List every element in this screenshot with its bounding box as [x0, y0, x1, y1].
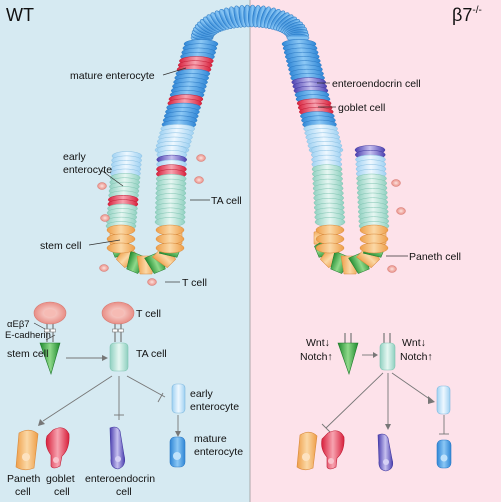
t-cell: [147, 278, 157, 286]
stem-cell-icon: [39, 342, 61, 375]
t-cell: [100, 214, 110, 222]
epithelial-cell: [315, 233, 345, 245]
early-enterocyte-icon: [171, 383, 186, 414]
ta-cell-icon: [109, 342, 129, 372]
wt-label-paneth-1: Paneth: [7, 473, 40, 485]
t-cell: [196, 154, 206, 162]
wt-label-goblet-1: goblet: [46, 473, 75, 485]
wt-label-paneth-2: cell: [15, 486, 31, 498]
label-stem-cell: stem cell: [40, 240, 81, 252]
epithelial-cell: [106, 233, 136, 245]
label-early-2: enterocyte: [63, 164, 112, 176]
label-goblet-cell: goblet cell: [338, 102, 385, 114]
wt-label-ta-cell: TA cell: [136, 348, 167, 360]
ko-crypt-labels: enteroendocrin cell goblet cell Paneth c…: [317, 78, 461, 263]
wt-crypt-labels: mature enterocyte early enterocyte TA ce…: [40, 67, 242, 289]
ko-ta-cell-icon: [379, 342, 396, 371]
ko-label-notch-left: Notch↑: [300, 351, 333, 363]
lumen-t-cells: [97, 154, 406, 286]
ko-stem-cell-icon: [337, 342, 359, 375]
wt-label-enteroendocrin-1: enteroendocrin: [85, 473, 155, 485]
t-cell: [97, 182, 107, 190]
wt-label-early-1: early: [190, 388, 214, 400]
wt-label-enteroendocrin-2: cell: [116, 486, 132, 498]
label-e-cadherin: E-cadherin: [5, 330, 51, 341]
wt-label-mature-1: mature: [194, 433, 227, 445]
label-enteroendocrin-cell: enteroendocrin cell: [332, 78, 421, 90]
goblet-cell-icon: [45, 427, 70, 469]
epithelial-cell: [315, 242, 345, 254]
epithelial-cell: [155, 242, 185, 254]
label-t-cell-crypt: T cell: [182, 277, 207, 289]
epithelial-cell: [359, 224, 389, 236]
t-cell: [194, 176, 204, 184]
epithelial-cell: [155, 224, 185, 236]
wt-label-mature-2: enterocyte: [194, 446, 243, 458]
ko-schematic: Wnt↓ Notch↑ Wnt↓ Notch↑: [296, 333, 452, 472]
wt-schematic: T cell αEβ7 E-cadherin stem cell TA cell: [5, 301, 243, 498]
epithelial-cell: [315, 224, 345, 236]
ko-label-wnt-left: Wnt↓: [306, 337, 330, 349]
t-cell: [391, 179, 401, 187]
ko-early-enterocyte-icon: [436, 385, 451, 415]
epithelial-cell: [359, 233, 389, 245]
label-paneth-cell: Paneth cell: [409, 251, 461, 263]
t-cell: [99, 264, 109, 272]
wt-label-early-2: enterocyte: [190, 401, 239, 413]
t-cell: [396, 207, 406, 215]
wt-title: WT: [6, 5, 34, 25]
paneth-cell-icon: [15, 429, 39, 471]
epithelial-cell: [106, 242, 136, 254]
wt-label-stem-cell: stem cell: [7, 348, 48, 360]
ko-paneth-cell-icon: [296, 431, 318, 471]
crypt-villus-tissue: [105, 4, 390, 275]
ko-goblet-cell-icon: [321, 430, 345, 470]
ko-mature-enterocyte-icon: [436, 439, 452, 469]
label-mature-enterocyte: mature enterocyte: [70, 70, 155, 82]
label-integrin: αEβ7: [7, 319, 30, 330]
label-early-1: early: [63, 151, 87, 163]
epithelial-cell: [155, 233, 185, 245]
epithelial-cell: [106, 224, 136, 236]
t-cell: [387, 265, 397, 273]
ko-label-notch-right: Notch↑: [400, 351, 433, 363]
label-ta-cell: TA cell: [211, 195, 242, 207]
wt-label-t-cell: T cell: [136, 308, 161, 320]
epithelial-cell: [359, 242, 389, 254]
wt-label-goblet-2: cell: [54, 486, 70, 498]
mature-enterocyte-icon: [169, 436, 186, 468]
ko-label-wnt-right: Wnt↓: [402, 337, 426, 349]
ko-title: β7-/-: [452, 5, 482, 25]
enteroendocrin-cell-icon: [109, 426, 126, 470]
ko-enteroendocrin-cell-icon: [377, 433, 394, 472]
